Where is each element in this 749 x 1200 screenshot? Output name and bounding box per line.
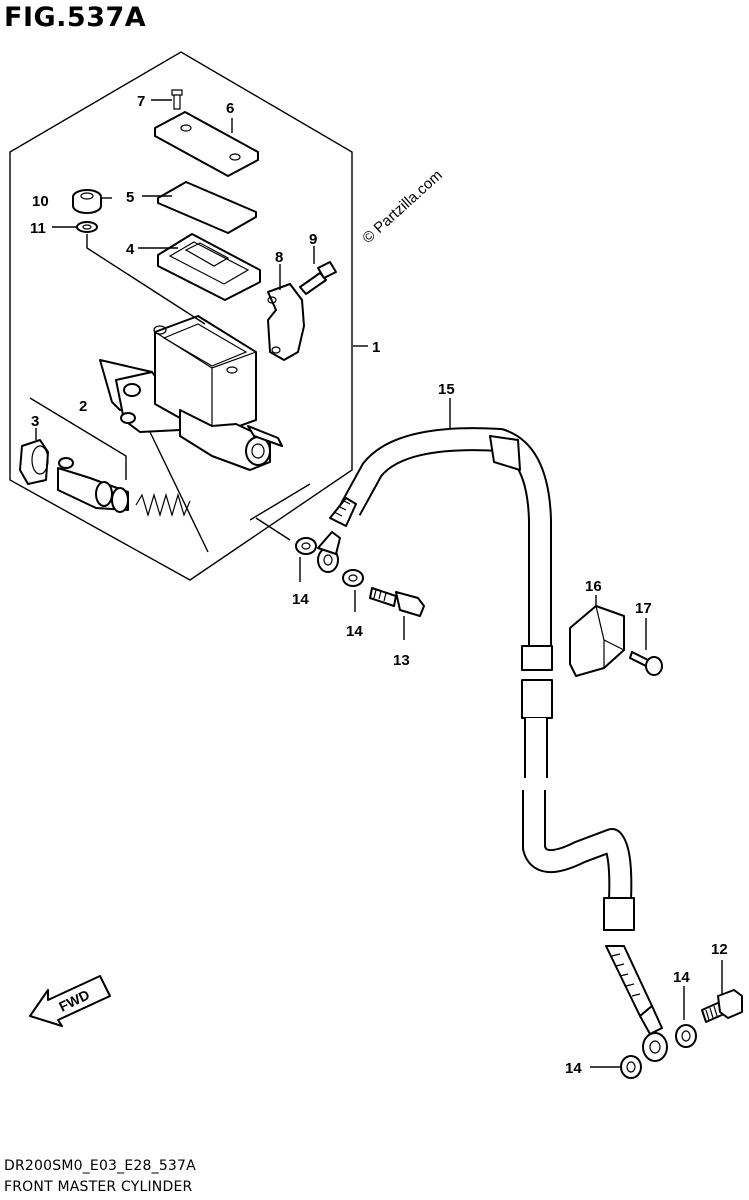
diagram-caption: FRONT MASTER CYLINDER (4, 1179, 193, 1195)
callout-6: 6 (226, 100, 234, 117)
callout-4: 4 (126, 241, 135, 258)
holder-clamp-part (267, 283, 305, 361)
assembly-boundary (9, 51, 353, 581)
callout-3: 3 (31, 413, 39, 430)
diaphragm-part (157, 233, 261, 301)
callout-14-upper-left: 14 (292, 591, 309, 608)
callout-10: 10 (32, 193, 49, 210)
callout-13: 13 (393, 652, 410, 669)
callout-16: 16 (585, 578, 602, 595)
leader-lines (29, 99, 723, 1068)
sealing-washer-part-upper-1 (295, 537, 317, 555)
callout-8: 8 (275, 249, 283, 266)
grommet-part (72, 189, 102, 214)
callout-12: 12 (711, 941, 728, 958)
sealing-washer-part-lower-1 (675, 1024, 697, 1048)
callout-1: 1 (372, 339, 380, 356)
clamp-bolt-part (299, 261, 337, 295)
callout-11: 11 (30, 220, 46, 237)
callout-14-upper-right: 14 (346, 623, 363, 640)
piston-set-part (19, 439, 191, 518)
figure-title: FIG.537A (4, 2, 147, 33)
reservoir-cap-part (154, 111, 259, 177)
callout-9: 9 (309, 231, 317, 248)
master-cylinder-body-part (99, 315, 283, 471)
diaphragm-plate-part (157, 181, 257, 234)
diagram-code: DR200SM0_E03_E28_537A (4, 1158, 196, 1174)
callout-15: 15 (438, 381, 455, 398)
callout-5: 5 (126, 189, 134, 206)
clamp-screw-part (629, 651, 663, 676)
fwd-arrow-icon: FWD (29, 975, 111, 1027)
screw-part (171, 89, 183, 110)
callout-7: 7 (137, 93, 145, 110)
union-bolt-part-lower (701, 989, 743, 1023)
callout-17: 17 (635, 600, 652, 617)
callout-2: 2 (79, 398, 87, 415)
hose-clamp-part (569, 605, 625, 677)
sealing-washer-part-upper-2 (342, 569, 364, 587)
small-washer-part (76, 221, 98, 233)
sealing-washer-part-lower-2 (620, 1055, 642, 1079)
union-bolt-part (369, 587, 425, 617)
brake-hose-part (317, 427, 668, 1062)
callout-14-lower-left: 14 (565, 1060, 582, 1077)
callout-14-lower-right: 14 (673, 969, 690, 986)
watermark-text: © Partzilla.com (359, 167, 445, 247)
